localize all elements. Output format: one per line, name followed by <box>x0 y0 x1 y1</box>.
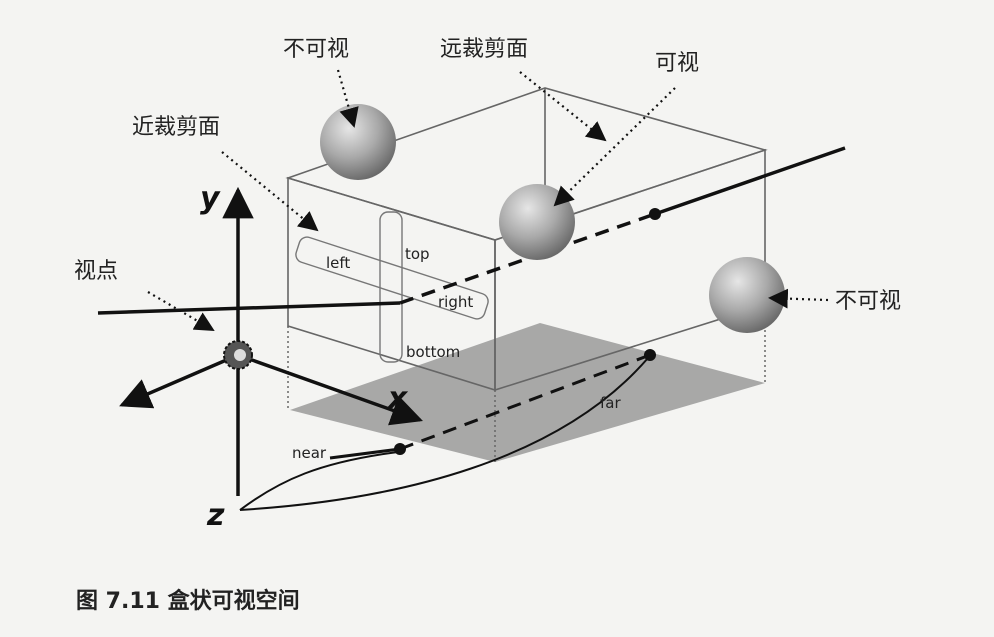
near-curve <box>239 451 399 511</box>
eye-pupil <box>234 349 246 361</box>
axis-label-z: z <box>206 498 225 533</box>
ground-shadow <box>290 323 765 462</box>
sphere-visible <box>499 184 575 260</box>
far-curve <box>239 357 649 511</box>
label-left: left <box>326 254 350 272</box>
label-invisible-top: 不可视 <box>283 37 349 62</box>
axis-label-y: y <box>200 181 221 216</box>
label-far: far <box>600 394 621 412</box>
sphere-invisible-top <box>320 104 396 180</box>
x-axis <box>237 353 423 426</box>
axis-label-x: x <box>386 381 409 416</box>
label-bottom: bottom <box>406 343 460 361</box>
sphere-invisible-right <box>709 257 785 333</box>
leader-arrows <box>147 69 829 331</box>
label-invisible-right: 不可视 <box>835 289 901 314</box>
z-axis <box>119 353 239 409</box>
label-viewpoint: 视点 <box>74 259 118 284</box>
figure-caption: 图 7.11 盒状可视空间 <box>76 589 300 614</box>
label-far-plane: 远裁剪面 <box>440 37 528 62</box>
sight-line-front <box>97 301 401 315</box>
sight-line-far <box>654 146 846 216</box>
box-drop-lines <box>287 305 766 462</box>
near-plane-markings <box>295 211 489 363</box>
ground-line-solid <box>329 447 401 460</box>
far-point-top <box>649 208 661 220</box>
label-top: top <box>405 245 430 263</box>
label-near: near <box>292 444 327 462</box>
label-visible: 可视 <box>655 51 699 76</box>
label-near-plane: 近裁剪面 <box>132 115 220 140</box>
label-right: right <box>438 293 473 311</box>
